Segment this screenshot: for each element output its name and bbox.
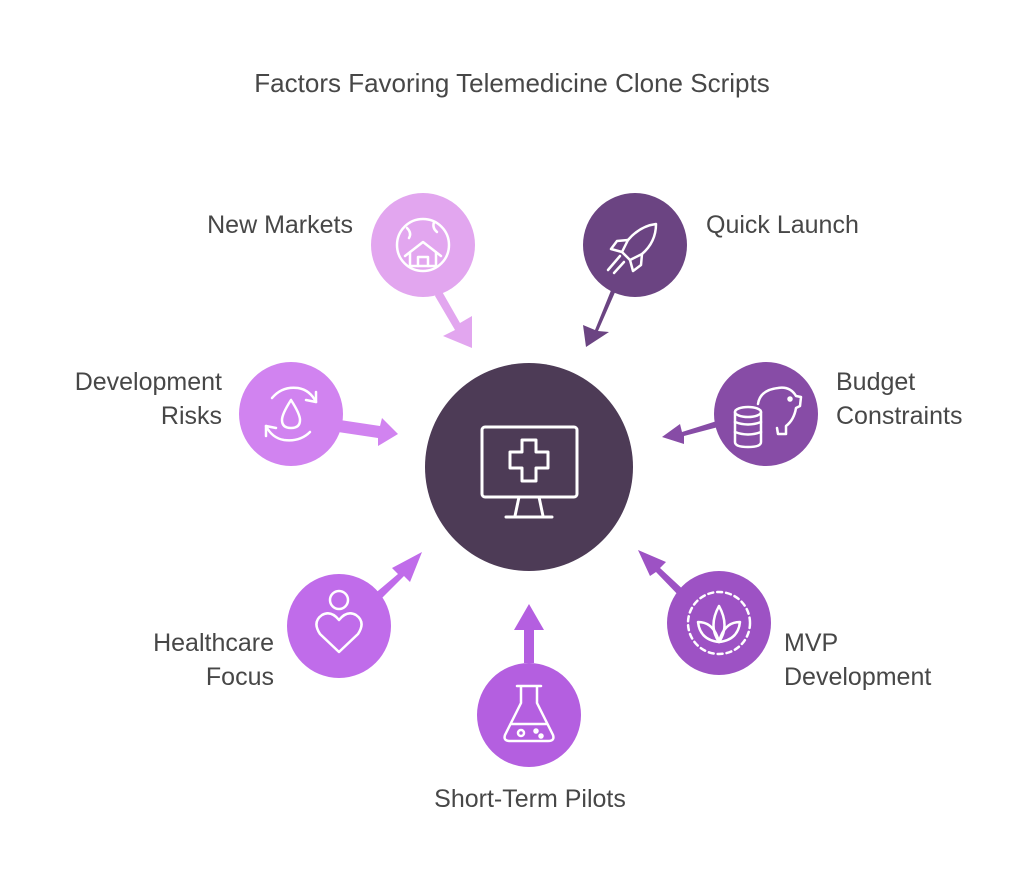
flask-icon xyxy=(503,684,555,743)
node-development-risks xyxy=(239,362,343,466)
label-line: Focus xyxy=(205,663,274,691)
label-short-term-pilots: Short-Term Pilots xyxy=(380,782,680,816)
circle-new-markets xyxy=(371,193,475,297)
diagram-title: Factors Favoring Telemedicine Clone Scri… xyxy=(254,68,770,98)
label-line: New Markets xyxy=(207,211,353,239)
label-line: Development xyxy=(784,663,932,691)
arrow-short-term-pilots xyxy=(514,604,544,663)
label-development-risks: Development Risks xyxy=(75,365,222,433)
label-line: Short-Term Pilots xyxy=(434,785,626,813)
label-line: Constraints xyxy=(836,402,963,430)
label-line: Quick Launch xyxy=(706,211,859,239)
arrow-quick-launch xyxy=(583,288,616,347)
node-quick-launch xyxy=(583,193,687,297)
circle-quick-launch xyxy=(583,193,687,297)
circle-budget-constraints xyxy=(714,362,818,466)
arrow-healthcare-focus xyxy=(372,552,422,602)
circle-development-risks xyxy=(239,362,343,466)
piggy-bank-coins-icon xyxy=(733,386,803,449)
label-budget-constraints: Budget Constraints xyxy=(836,365,962,433)
arrows xyxy=(338,288,722,663)
circle-short-term-pilots xyxy=(477,663,581,767)
node-new-markets xyxy=(371,193,475,297)
globe-house-icon xyxy=(395,217,451,273)
arrow-new-markets xyxy=(435,288,472,348)
label-line: Risks xyxy=(160,402,222,430)
arrow-mvp-development xyxy=(638,550,688,600)
label-healthcare-focus: Healthcare Focus xyxy=(153,626,274,694)
label-line: MVP xyxy=(784,629,839,657)
person-heart-icon xyxy=(315,589,363,654)
circle-healthcare-focus xyxy=(287,574,391,678)
label-quick-launch: Quick Launch xyxy=(706,208,859,242)
circle-mvp-development xyxy=(667,571,771,675)
cycle-drop-icon xyxy=(264,386,318,442)
monitor-medical-cross-icon xyxy=(480,425,579,519)
label-line: Budget xyxy=(836,368,916,396)
sprout-icon xyxy=(686,590,752,656)
node-budget-constraints xyxy=(714,362,818,466)
label-mvp-development: MVP Development xyxy=(784,626,931,694)
hub-node xyxy=(425,363,633,571)
arrow-budget-constraints xyxy=(662,420,722,444)
arrow-development-risks xyxy=(338,418,398,446)
node-mvp-development xyxy=(667,571,771,675)
rocket-icon xyxy=(606,222,658,275)
label-line: Healthcare xyxy=(153,629,274,657)
label-new-markets: New Markets xyxy=(207,208,353,242)
hub-circle xyxy=(425,363,633,571)
node-short-term-pilots xyxy=(477,663,581,767)
node-healthcare-focus xyxy=(287,574,391,678)
label-line: Development xyxy=(74,368,222,396)
